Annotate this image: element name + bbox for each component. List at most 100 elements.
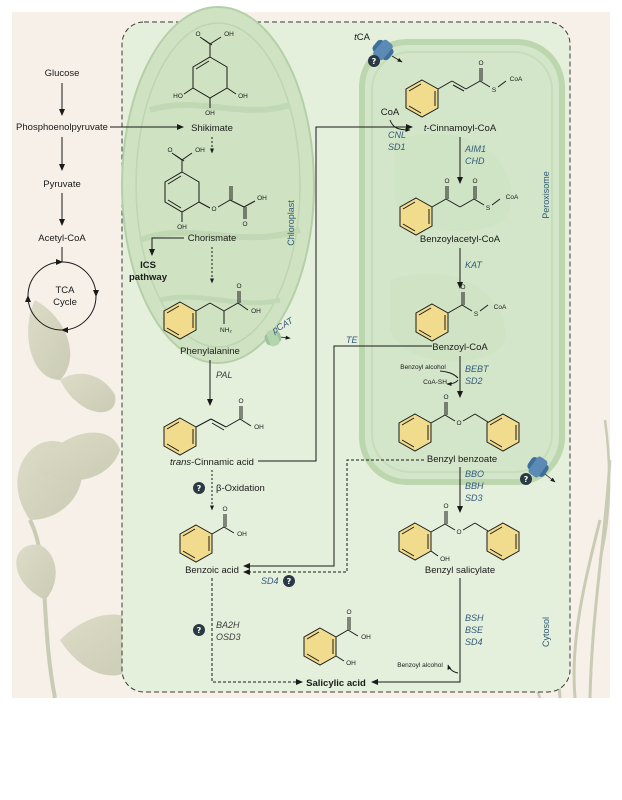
shikimate-label: Shikimate: [191, 123, 233, 134]
svg-text:O: O: [443, 394, 448, 401]
svg-text:S: S: [492, 87, 497, 94]
benzyl-alcohol-label-1: Benzoyl alcohol: [400, 364, 446, 371]
benzyl-salicylate-structure: O O OH: [398, 503, 520, 563]
svg-text:O: O: [444, 178, 449, 185]
unknown-marker-peroxisome-transporter: ?: [520, 473, 532, 485]
svg-text:S: S: [474, 311, 479, 318]
bebt-enzyme-label: BEBT: [465, 364, 490, 374]
svg-text:O: O: [346, 609, 351, 616]
cnl-enzyme-label: CNL: [388, 130, 406, 140]
tca-transporter-label: tCA: [354, 32, 371, 43]
osd3-enzyme-label: OSD3: [216, 632, 241, 642]
svg-text:O: O: [167, 147, 172, 154]
benzyl-salicylate-label: Benzyl salicylate: [425, 565, 495, 576]
benzoic-acid-structure: O OH: [179, 506, 247, 563]
phenylalanine-structure: NH₂ O OH: [163, 283, 261, 340]
beta-oxidation-label: β-Oxidation: [216, 483, 265, 494]
unknown-marker-tca-transporter: ?: [368, 55, 380, 67]
unknown-marker-beta-oxidation: ?: [193, 482, 205, 494]
svg-text:O: O: [211, 206, 216, 213]
svg-text:S: S: [486, 205, 491, 212]
salicylic-acid-structure: O OH OH: [303, 609, 371, 667]
svg-text:OH: OH: [346, 660, 356, 667]
svg-text:O: O: [456, 529, 461, 536]
glucose-label: Glucose: [45, 68, 80, 79]
salicylic-acid-label: Salicylic acid: [306, 678, 366, 689]
sd4-enzyme-label-1: SD4: [261, 576, 279, 586]
te-enzyme-label: TE: [346, 335, 358, 345]
benzoyl-coa-label: Benzoyl-CoA: [432, 342, 488, 353]
svg-text:O: O: [195, 31, 200, 38]
acetyl-coa-label: Acetyl-CoA: [38, 233, 86, 244]
benzyl-benzoate-structure: O O: [398, 394, 520, 452]
svg-text:O: O: [478, 60, 483, 67]
peroxisome-compartment: [359, 39, 565, 485]
svg-text:O: O: [236, 283, 241, 290]
ics-pathway-label-2: pathway: [129, 272, 168, 283]
svg-text:O: O: [456, 420, 461, 427]
cinnamoyl-coa-structure: O S CoA: [405, 60, 523, 118]
svg-text:?: ?: [197, 626, 202, 635]
benzoyl-coa-structure: O S CoA: [415, 284, 507, 342]
chloroplast-label: Chloroplast: [286, 200, 296, 246]
svg-text:CoA: CoA: [510, 76, 523, 83]
svg-text:OH: OH: [224, 31, 234, 38]
svg-text:O: O: [222, 506, 227, 513]
svg-text:O: O: [238, 398, 243, 405]
peroxisome-transporter-icon: [527, 456, 549, 478]
kat-enzyme-label: KAT: [465, 260, 483, 270]
bse-enzyme-label: BSE: [465, 625, 484, 635]
tca-cycle-label-1: TCA: [56, 285, 76, 296]
svg-text:OH: OH: [257, 195, 267, 202]
trans-cinnamic-acid-label: trans-Cinnamic acid: [170, 457, 254, 468]
chloroplast-compartment: [121, 6, 315, 364]
bbh-enzyme-label: BBH: [465, 481, 484, 491]
tca-cycle-label-2: Cycle: [53, 297, 77, 308]
svg-text:O: O: [242, 221, 247, 228]
svg-text:O: O: [443, 503, 448, 510]
svg-text:OH: OH: [238, 93, 248, 100]
benzoylacetyl-coa-structure: O O S CoA: [399, 178, 519, 236]
tca-cycle: TCA Cycle: [25, 259, 99, 333]
chorismate-label: Chorismate: [188, 233, 237, 244]
sd3-enzyme-label: SD3: [465, 493, 483, 503]
svg-text:NH₂: NH₂: [220, 327, 232, 334]
sd2-enzyme-label: SD2: [465, 376, 483, 386]
trans-cinnamic-acid-structure: O OH: [163, 398, 264, 456]
pyruvate-label: Pyruvate: [43, 179, 81, 190]
pal-enzyme-label: PAL: [216, 370, 232, 380]
shikimate-structure: O OH HO OH OH: [173, 31, 248, 117]
cytosol-label: Cytosol: [541, 617, 551, 647]
svg-text:CoA: CoA: [506, 194, 519, 201]
pep-label: Phosphoenolpyruvate: [16, 122, 108, 133]
cinnamoyl-coa-label: t-Cinnamoyl-CoA: [424, 123, 497, 134]
sd1-enzyme-label: SD1: [388, 142, 406, 152]
ics-pathway-label-1: ICS: [140, 260, 156, 271]
bbo-enzyme-label: BBO: [465, 469, 484, 479]
bsh-enzyme-label: BSH: [465, 613, 484, 623]
ba2h-enzyme-label: BA2H: [216, 620, 240, 630]
unknown-marker-sd4: ?: [283, 575, 295, 587]
svg-text:OH: OH: [205, 110, 215, 117]
sd4-enzyme-label-2: SD4: [465, 637, 483, 647]
pcat-transporter-icon: [264, 329, 291, 347]
svg-text:OH: OH: [440, 556, 450, 563]
svg-text:OH: OH: [177, 224, 187, 231]
benzoylacetyl-coa-label: Benzoylacetyl-CoA: [420, 234, 501, 245]
svg-text:?: ?: [197, 484, 202, 493]
svg-text:O: O: [472, 178, 477, 185]
coa-cofactor-label: CoA: [381, 107, 400, 118]
svg-text:?: ?: [287, 577, 292, 586]
chorismate-structure: O OH O O OH OH: [164, 147, 267, 231]
svg-text:?: ?: [372, 57, 377, 66]
svg-text:OH: OH: [361, 634, 371, 641]
benzoic-acid-label: Benzoic acid: [185, 565, 239, 576]
chd-enzyme-label: CHD: [465, 156, 485, 166]
benzyl-alcohol-label-2: Benzoyl alcohol: [397, 662, 443, 669]
svg-text:CoA: CoA: [494, 304, 507, 311]
svg-text:O: O: [460, 284, 465, 291]
svg-text:OH: OH: [254, 424, 264, 431]
svg-text:OH: OH: [237, 531, 247, 538]
svg-text:HO: HO: [173, 93, 183, 100]
